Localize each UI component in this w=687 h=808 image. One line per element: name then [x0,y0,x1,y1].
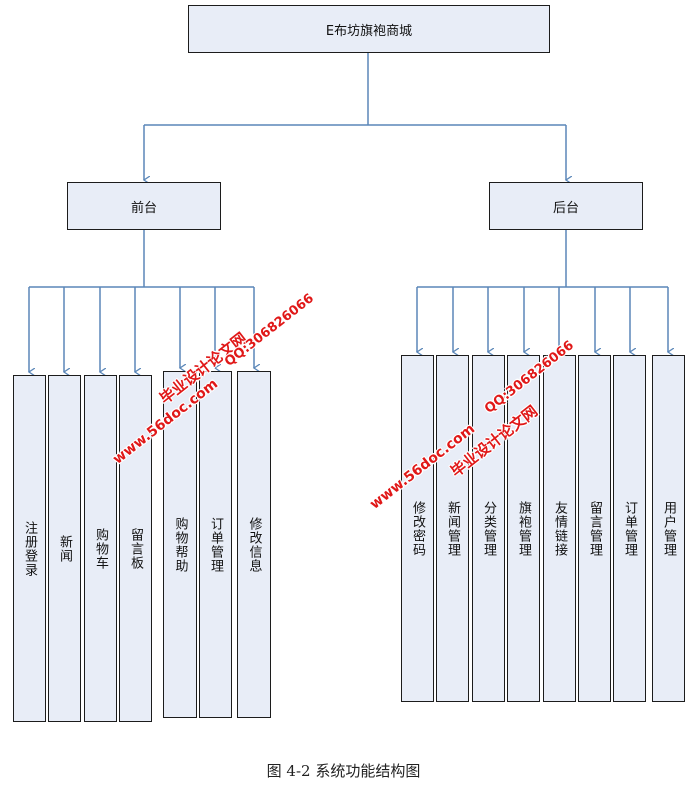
root-node: E布坊旗袍商城 [188,5,550,53]
back-leaf-change-password: 修改密码 [401,355,434,702]
front-leaf-modify-info: 修改信息 [237,371,271,718]
back-leaf-friend-links: 友情链接 [543,355,576,702]
front-leaf-guestbook: 留言板 [119,375,152,722]
back-leaf-message-manage: 留言管理 [578,355,611,702]
front-leaf-cart: 购物车 [84,375,117,722]
back-leaf-news-manage: 新闻管理 [436,355,469,702]
front-leaf-shopping-help: 购物帮助 [163,371,197,718]
front-node-label: 前台 [130,200,157,216]
front-leaf-news: 新闻 [48,375,81,722]
front-leaf-order-manage: 订单管理 [199,371,232,718]
root-node-label: E布坊旗袍商城 [325,23,413,39]
front-node: 前台 [67,182,221,230]
back-leaf-user-manage: 用户管理 [652,355,685,702]
figure-caption: 图 4-2 系统功能结构图 [266,762,421,780]
back-leaf-qipao-manage: 旗袍管理 [507,355,540,702]
front-leaf-register-login: 注册登录 [13,375,46,722]
back-node-label: 后台 [552,200,579,216]
back-node: 后台 [489,182,643,230]
back-leaf-category-manage: 分类管理 [472,355,505,702]
back-leaf-order-manage: 订单管理 [613,355,646,702]
